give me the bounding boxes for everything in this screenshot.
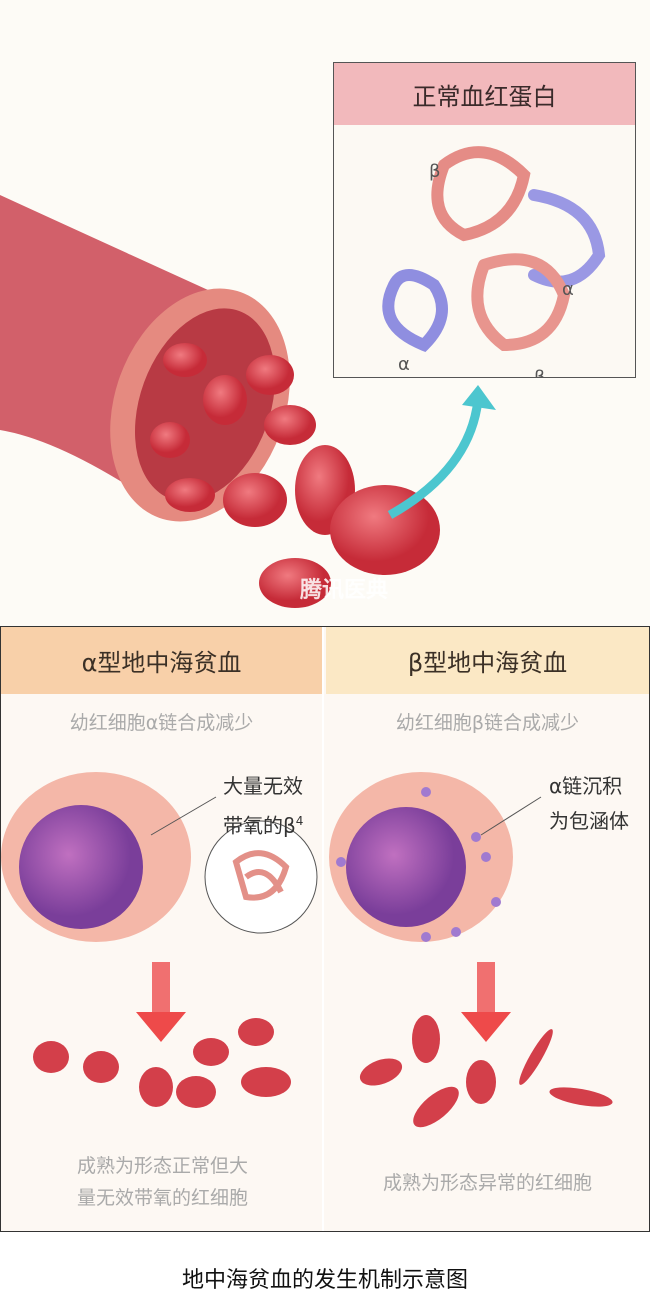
label-beta: β <box>429 161 441 182</box>
beta-thalassemia-column: β型地中海贫血 幼红细胞β链合成减少 α链沉积 为包涵体 成熟为形态异常的红细胞 <box>326 627 649 1231</box>
blood-vessel-illustration <box>0 195 496 608</box>
label-alpha: α <box>562 279 574 300</box>
beta-caption: 成熟为形态异常的红细胞 <box>382 1172 592 1194</box>
alpha-note: 大量无效 带氧的β4 <box>223 774 304 838</box>
beta-cell-illustration <box>329 772 613 1128</box>
illustration-area: 腾讯医典 正常血红蛋白 β α α β <box>0 0 650 626</box>
hemoglobin-title: 正常血红蛋白 <box>334 63 635 125</box>
alpha-thalassemia-column: α型地中海贫血 幼红细胞α链合成减少 大量无效 带氧的β4 成熟为形态正常但大 … <box>1 627 324 1231</box>
label-beta: β <box>534 367 546 377</box>
figure-title: 地中海贫血的发生机制示意图 <box>181 1268 468 1293</box>
beta-note: α链沉积 为包涵体 <box>549 774 629 833</box>
alpha-caption: 成熟为形态正常但大 量无效带氧的红细胞 <box>76 1155 248 1209</box>
label-alpha: α <box>398 354 410 375</box>
alpha-title: α型地中海贫血 <box>1 627 322 694</box>
thalassemia-comparison-panel: α型地中海贫血 幼红细胞α链合成减少 大量无效 带氧的β4 成熟为形态正常但大 … <box>0 626 650 1232</box>
beta-title: β型地中海贫血 <box>326 627 649 694</box>
beta-subtitle: 幼红细胞β链合成减少 <box>395 712 580 734</box>
alpha-subtitle: 幼红细胞α链合成减少 <box>69 712 254 734</box>
arrow-icon <box>387 399 483 519</box>
hemoglobin-structure: β α α β <box>382 146 606 388</box>
alpha-cell-illustration <box>1 772 318 1108</box>
normal-hemoglobin-box: 正常血红蛋白 β α α β <box>333 62 636 388</box>
watermark: 腾讯医典 <box>300 578 389 603</box>
red-blood-cells <box>150 343 440 608</box>
